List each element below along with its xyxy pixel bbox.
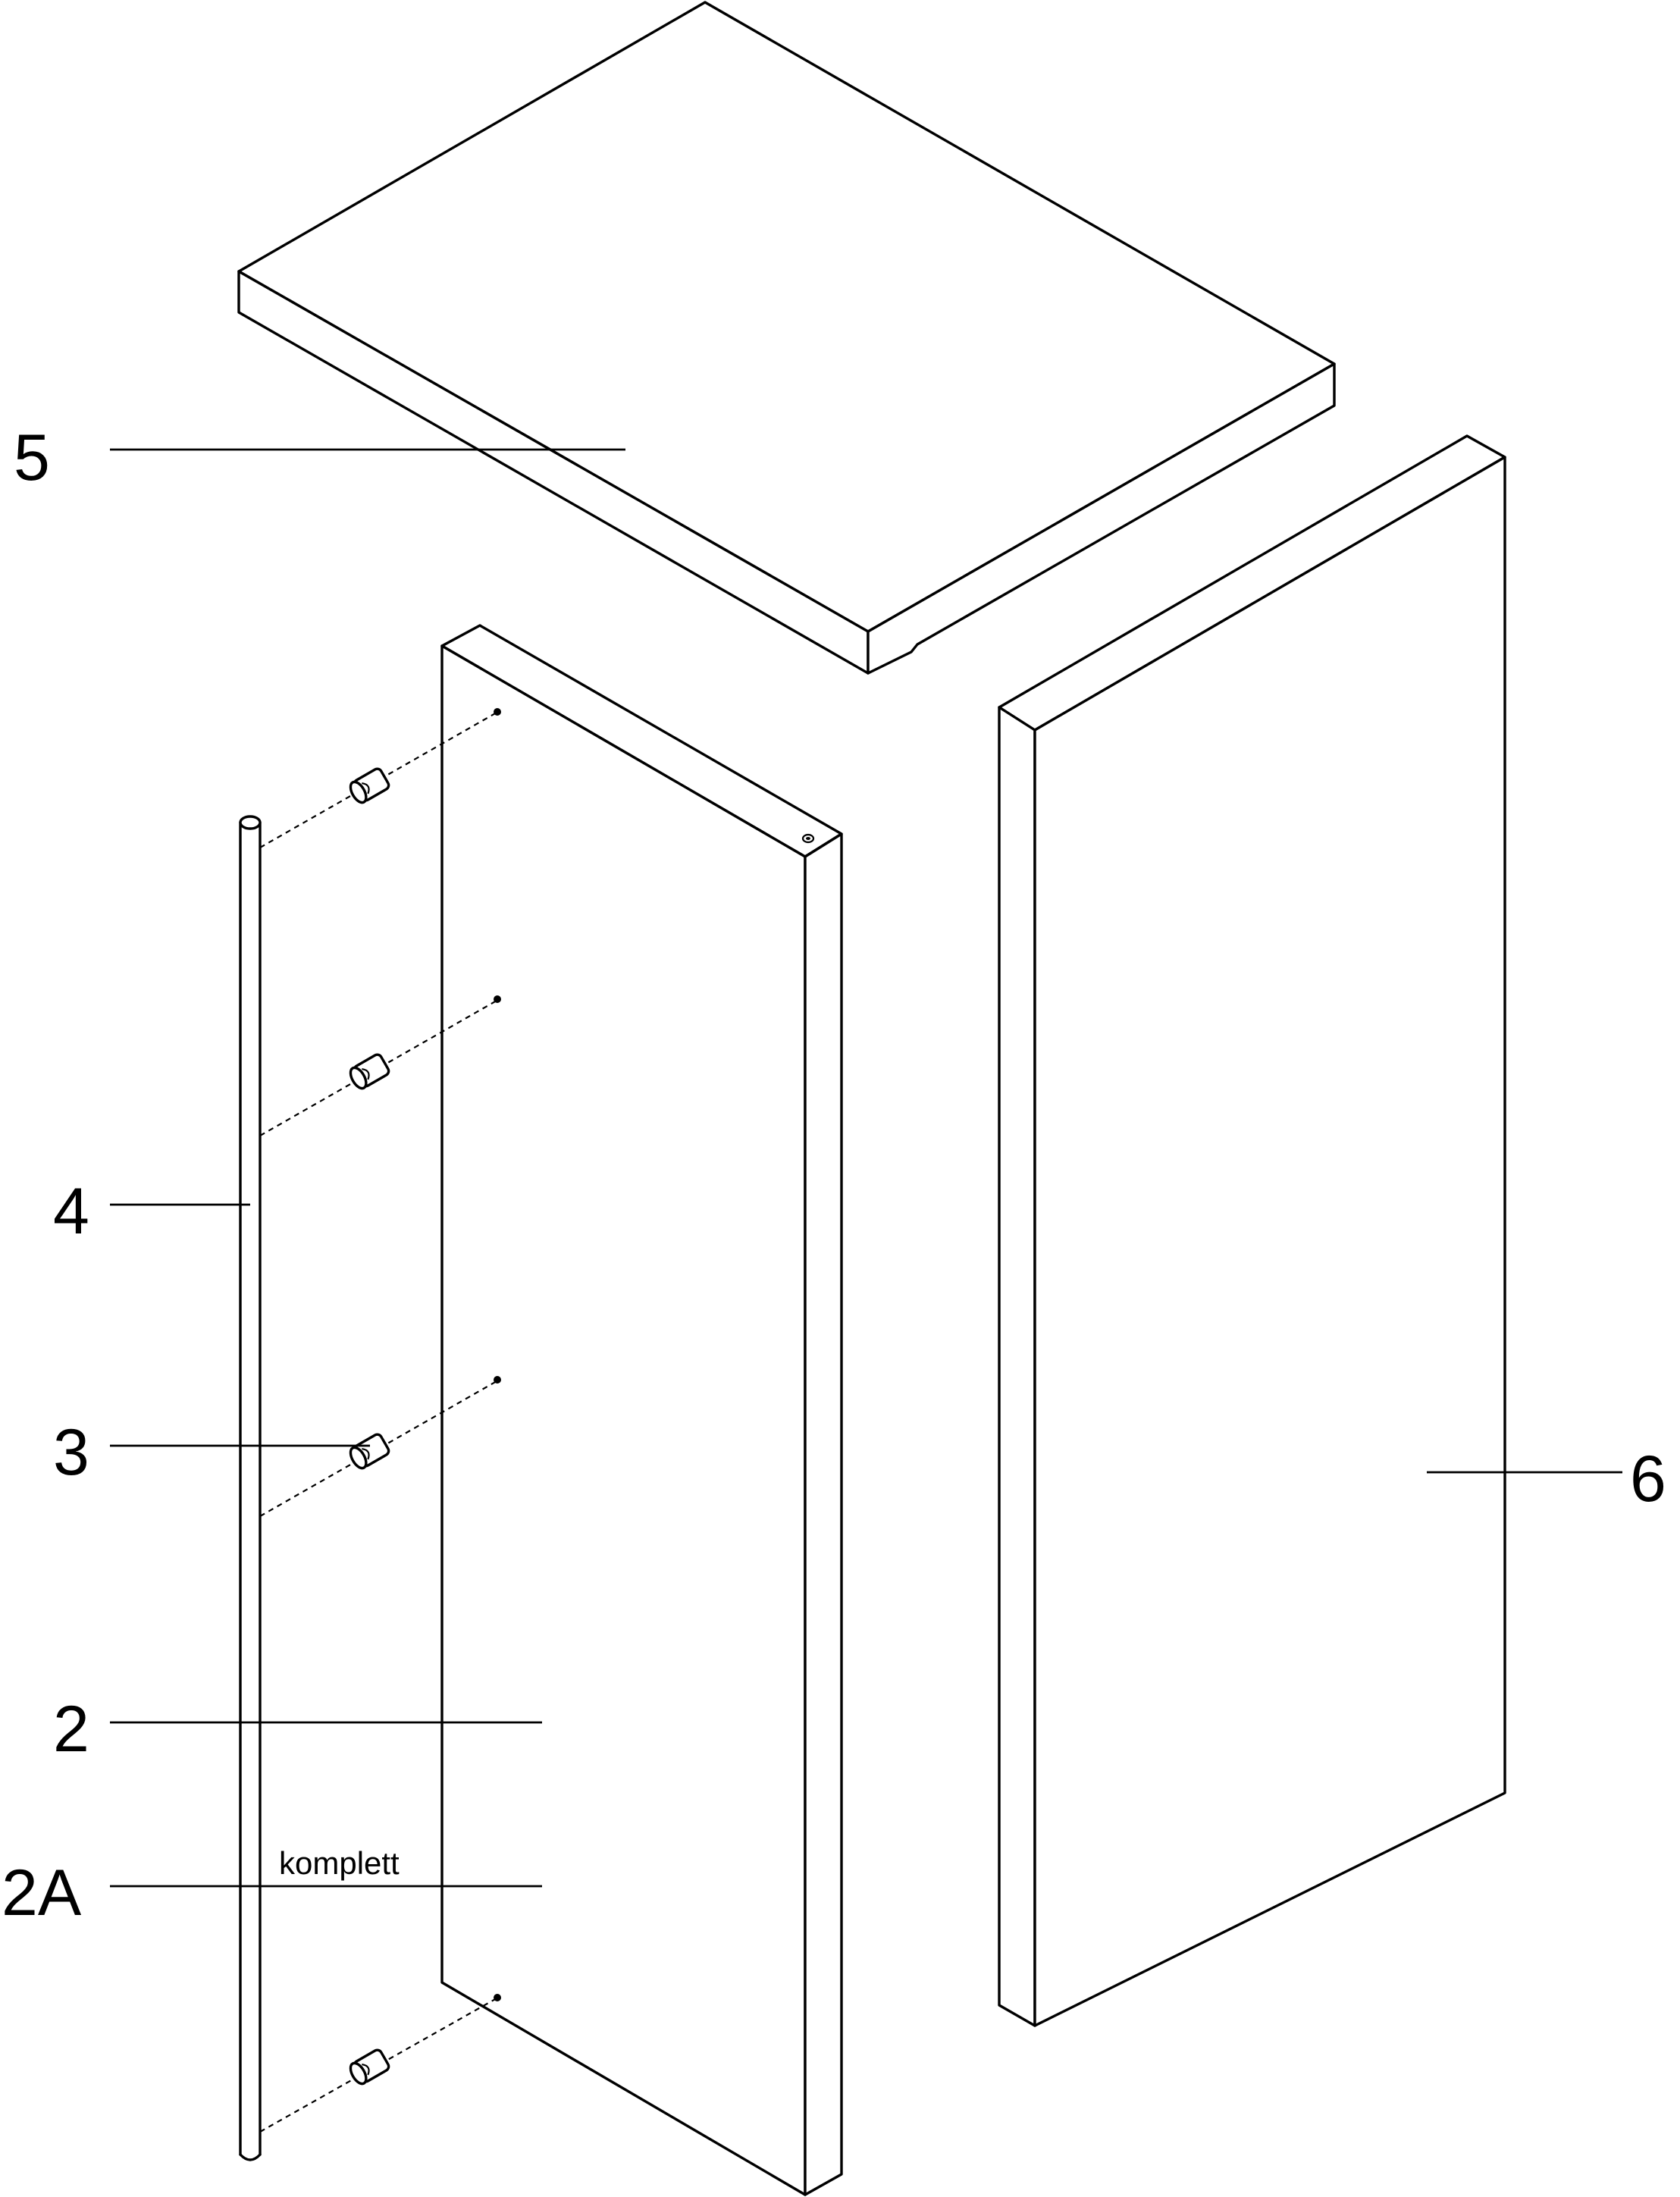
note-komplett: komplett: [279, 1845, 400, 1881]
hinge-clip: [349, 1433, 390, 1470]
label-part-6: 6: [1630, 1443, 1666, 1515]
label-part-2: 2: [53, 1693, 89, 1766]
part-5-top-panel: [237, 1, 1336, 675]
hinge-clip: [349, 2048, 390, 2086]
part-3-hinges: [259, 712, 497, 2133]
label-part-4: 4: [53, 1175, 89, 1248]
hinge-clip: [349, 1053, 390, 1090]
label-part-5: 5: [14, 422, 50, 494]
part-6-side-panel: [998, 434, 1506, 2027]
label-part-2a: 2A: [2, 1857, 82, 1929]
part-labels: 5 4 3 2 2A 6 komplett: [2, 422, 1666, 1929]
label-part-3: 3: [53, 1416, 89, 1489]
part-4-rod: [239, 815, 262, 2161]
leader-lines: [110, 448, 1622, 1888]
part-2-door-panel: [440, 624, 843, 2196]
hinge-clip: [349, 767, 390, 804]
